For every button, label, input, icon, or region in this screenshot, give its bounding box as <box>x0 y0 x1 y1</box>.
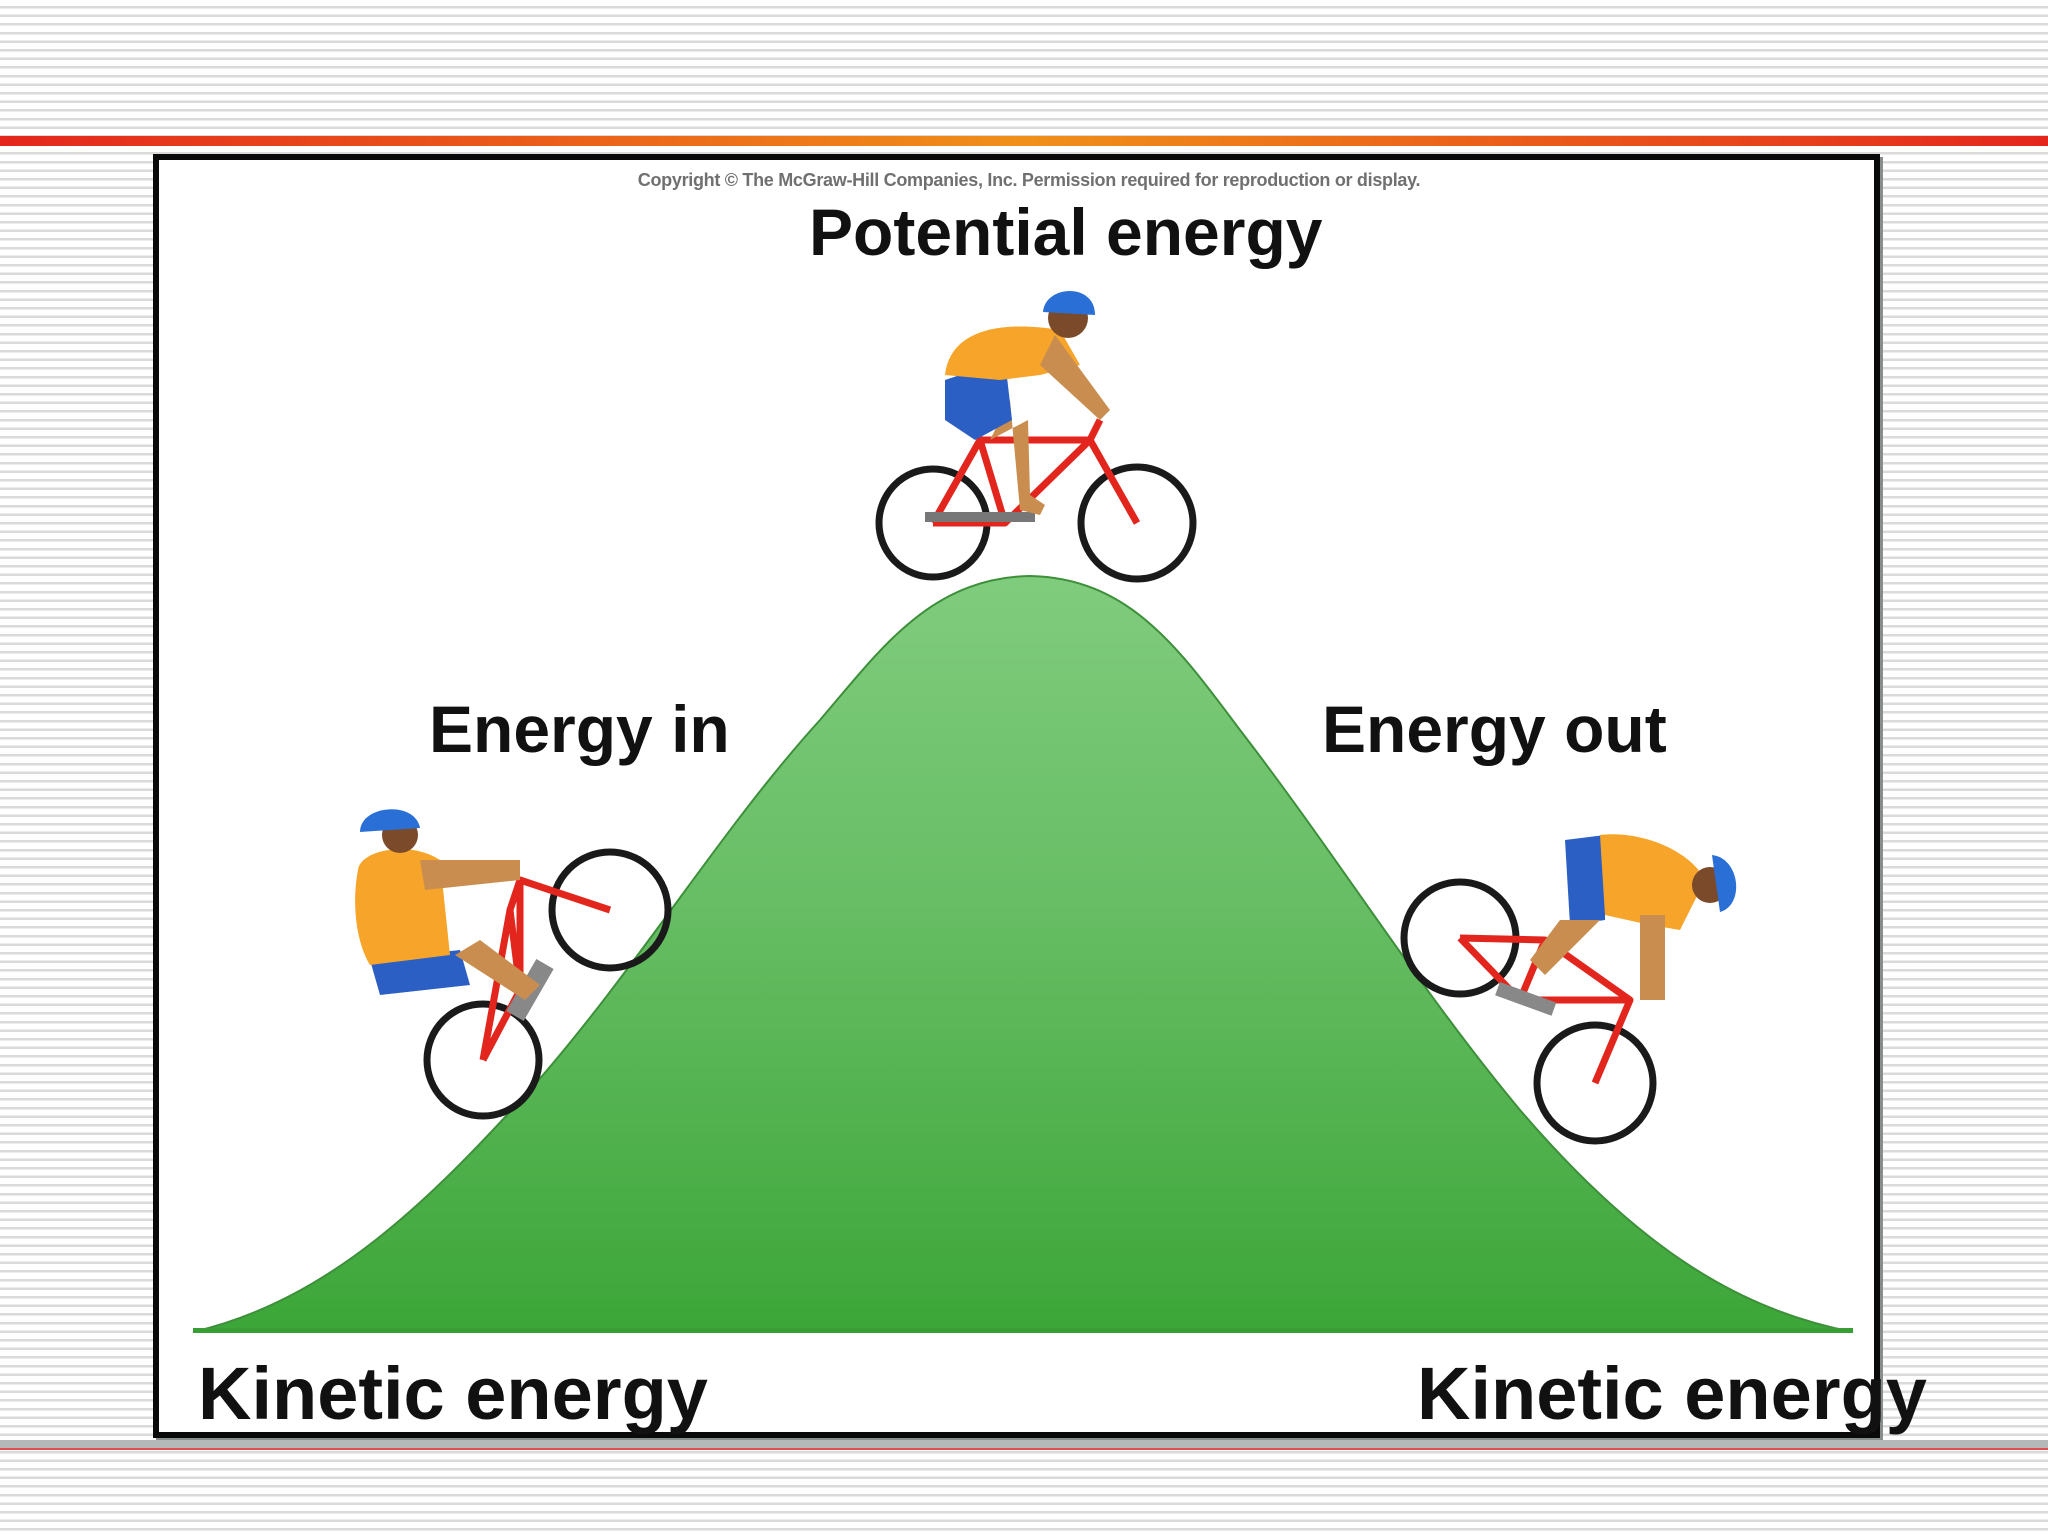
hill-diagram <box>192 291 1854 1333</box>
label-potential-energy: Potential energy <box>809 195 1323 269</box>
copyright-notice: Copyright © The McGraw-Hill Companies, I… <box>637 170 1421 190</box>
slide-bottom-shadow-bar <box>0 1440 2048 1448</box>
cyclist-climbing <box>355 809 672 1120</box>
label-energy-out: Energy out <box>1322 692 1667 766</box>
hill-base-line <box>193 1328 1853 1333</box>
figure-frame: Copyright © The McGraw-Hill Companies, I… <box>153 154 1927 1438</box>
label-kinetic-energy-right: Kinetic energy <box>1417 1352 1927 1435</box>
label-kinetic-energy-left: Kinetic energy <box>198 1352 708 1435</box>
label-energy-in: Energy in <box>429 692 730 766</box>
bicycle-icon <box>1400 878 1657 1145</box>
cyclist-descending <box>1400 834 1737 1145</box>
cyclist-hilltop <box>875 291 1197 583</box>
slide-top-accent-bar <box>0 136 2048 146</box>
slide-bottom-accent-line <box>0 1448 2048 1450</box>
